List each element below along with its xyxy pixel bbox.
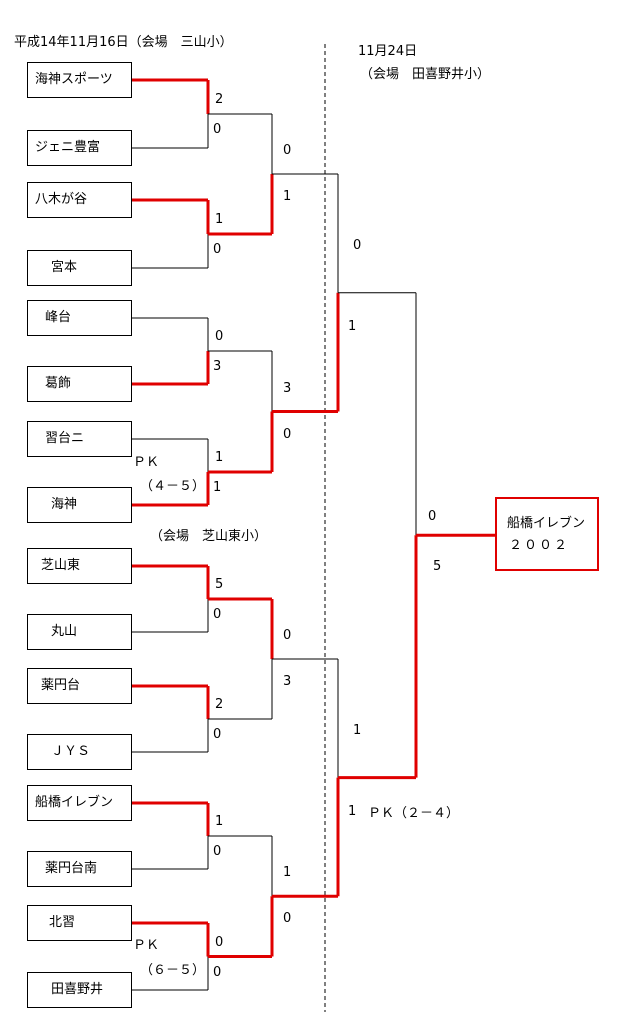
match-score: 0	[213, 844, 222, 859]
match-score: 1	[215, 212, 224, 227]
match-score: 0	[283, 911, 292, 927]
match-score: 0	[213, 122, 222, 137]
match-score: 1	[213, 480, 222, 495]
match-score: 5	[215, 577, 224, 592]
match-score: 1	[215, 814, 224, 829]
venue-label-2: （会場 田喜野井小）	[360, 67, 491, 82]
team-box: 丸山	[27, 614, 132, 650]
team-box: 習台ニ	[27, 421, 132, 457]
venue-label-3: （会場 芝山東小）	[150, 529, 268, 544]
match-score: 2	[215, 92, 224, 107]
pk-score-match-4: （４－５）	[140, 479, 206, 494]
champion-box: 船橋イレブン ２００２	[495, 497, 599, 571]
match-score: 0	[353, 237, 362, 253]
match-score: 0	[283, 426, 292, 442]
match-score: 0	[213, 242, 222, 257]
pk-label-match-8: ＰＫ	[133, 938, 160, 953]
pk-score-semifinal-2: ＰＫ（２－４）	[368, 806, 460, 821]
pk-score-match-8: （６－５）	[140, 963, 206, 978]
team-box: 宮本	[27, 250, 132, 286]
match-score: 1	[348, 803, 357, 819]
match-score: 2	[215, 697, 224, 712]
match-score: 1	[283, 189, 292, 204]
team-box: 薬円台南	[27, 851, 132, 887]
match-score: 0	[283, 143, 292, 158]
champion-year: ２００２	[509, 538, 570, 553]
match-score: 0	[215, 934, 224, 950]
match-score: 0	[428, 509, 437, 524]
match-score: 0	[213, 607, 222, 622]
match-score: 1	[348, 318, 357, 334]
team-box: 峰台	[27, 300, 132, 336]
match-score: 0	[215, 329, 224, 344]
team-box: 八木が谷	[27, 182, 132, 218]
team-box: 船橋イレブン	[27, 785, 132, 821]
match-score: 1	[283, 865, 292, 881]
team-box: 北習	[27, 905, 132, 941]
team-box: ＪＹＳ	[27, 734, 132, 770]
match-score: 3	[283, 674, 292, 689]
match-score: 3	[283, 380, 292, 396]
venue-date-label-1: 平成14年11月16日（会場 三山小）	[14, 35, 233, 50]
team-box: ジェニ豊富	[27, 130, 132, 166]
match-score: 0	[213, 727, 222, 742]
match-score: 0	[213, 964, 222, 980]
team-box: 葛飾	[27, 366, 132, 402]
match-score: 5	[433, 559, 442, 574]
match-score: 3	[213, 359, 222, 374]
match-score: 0	[283, 628, 292, 643]
champion-name: 船橋イレブン	[507, 516, 586, 531]
team-box: 薬円台	[27, 668, 132, 704]
team-box: 海神スポーツ	[27, 62, 132, 98]
match-score: 1	[215, 450, 224, 465]
team-box: 芝山東	[27, 548, 132, 584]
pk-label-match-4: ＰＫ	[133, 455, 160, 470]
team-box: 田喜野井	[27, 972, 132, 1008]
team-box: 海神	[27, 487, 132, 523]
match-score: 1	[353, 722, 362, 738]
venue-date-label-2: 11月24日	[358, 44, 418, 59]
